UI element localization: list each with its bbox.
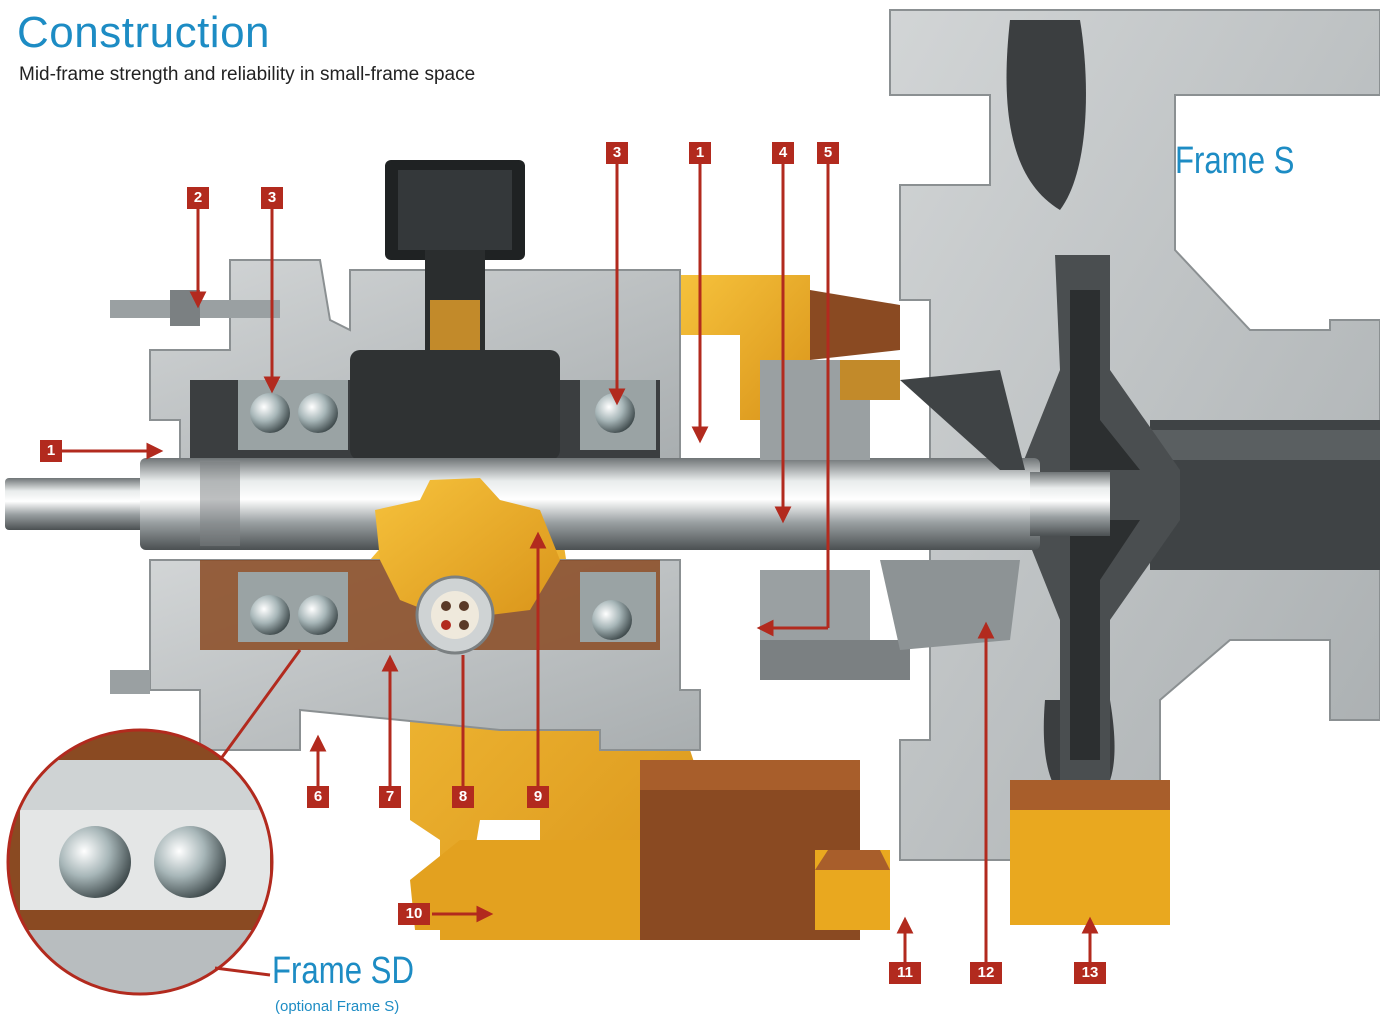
callout-12: 12	[970, 962, 1002, 984]
callout-8: 8	[452, 786, 474, 808]
frame-sd-note: (optional Frame S)	[275, 998, 400, 1015]
callout-leaders	[62, 163, 1099, 962]
page-subtitle: Mid-frame strength and reliability in sm…	[19, 64, 476, 85]
callout-3-right: 3	[606, 142, 628, 164]
callout-11: 11	[889, 962, 921, 984]
frame-s-label: Frame S	[1175, 140, 1295, 182]
frame-sd-inset	[6, 649, 302, 996]
callout-13: 13	[1074, 962, 1106, 984]
callout-1-right: 1	[689, 142, 711, 164]
frame-sd-label: Frame SD	[272, 950, 414, 992]
shaft	[5, 458, 1110, 550]
callout-10: 10	[398, 903, 430, 925]
mechanical-seal	[760, 360, 910, 680]
callout-1-left: 1	[40, 440, 62, 462]
callout-6: 6	[307, 786, 329, 808]
callout-2: 2	[187, 187, 209, 209]
inboard-bearing-pair	[238, 380, 348, 642]
callout-4: 4	[772, 142, 794, 164]
callout-3-left: 3	[261, 187, 283, 209]
page-title: Construction	[17, 8, 271, 57]
callout-5: 5	[817, 142, 839, 164]
foot-bolt	[110, 670, 150, 694]
breather-cap	[385, 160, 525, 350]
callout-9: 9	[527, 786, 549, 808]
callout-7: 7	[379, 786, 401, 808]
oil-flinger	[375, 478, 560, 655]
